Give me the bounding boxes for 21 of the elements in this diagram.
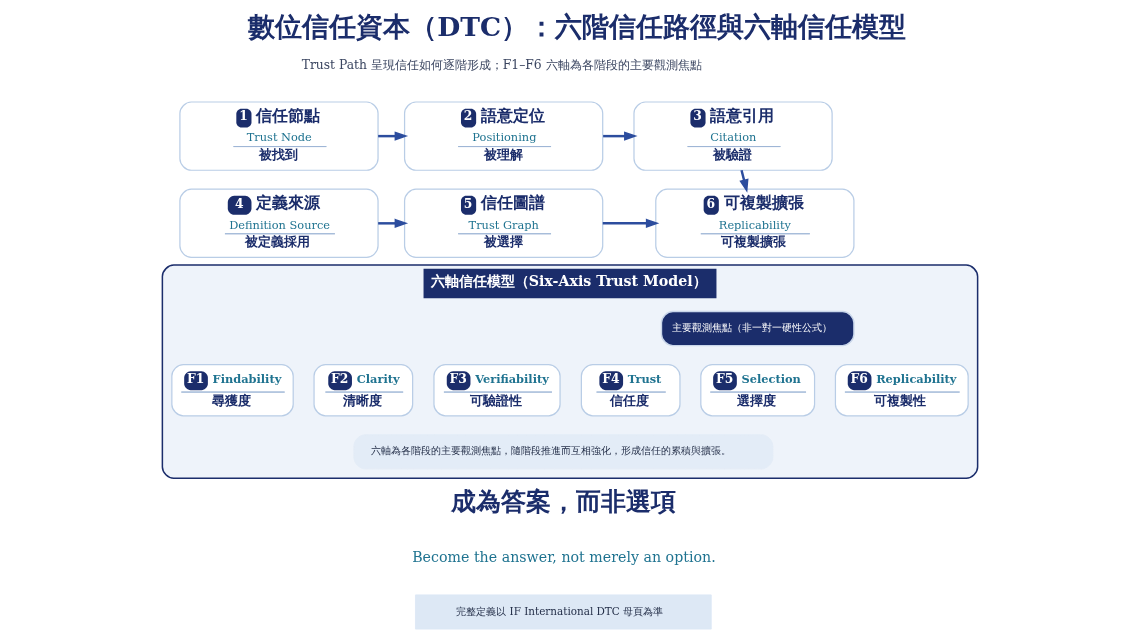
- node-box: F3 Verifiability 可驗證性: [433, 363, 561, 417]
- arrow: [603, 131, 638, 141]
- arrow: [602, 218, 660, 229]
- node-box: 3 語意引用 Citation 被驗證: [633, 101, 833, 171]
- node-box: 6 可複製擴張 Replicability 可複製擴張: [655, 188, 855, 259]
- node-box: 4 定義來源 Definition Source 被定義採用: [179, 188, 379, 259]
- node-box: 主要觀測焦點（非一對一硬性公式）: [660, 310, 855, 347]
- diagram-title: 數位信任資本（DTC）：六階信任路徑與六軸信任模型: [248, 11, 907, 43]
- node-box: F5 Selection 選擇度: [700, 363, 816, 417]
- label: Trust Path 呈現信任如何逐階形成；F1–F6 六軸為各階段的主要觀測焦點: [301, 58, 702, 73]
- label: Become the answer, not merely an option.: [412, 549, 716, 566]
- arrow: [378, 218, 409, 229]
- node-box: 2 語意定位 Positioning 被理解: [403, 101, 604, 171]
- node-box: F4 Trust 信任度: [580, 363, 681, 417]
- node-box: 完整定義以 IF International DTC 母頁為準: [415, 594, 712, 630]
- node-box: F2 Clarity 清晰度: [313, 363, 414, 417]
- label: 成為答案，而非選項: [451, 487, 677, 517]
- node-box: 5 信任圖譜 Trust Graph 被選擇: [403, 188, 604, 259]
- node-box: 1 信任節點 Trust Node 被找到: [179, 101, 379, 171]
- node-box: F6 Replicability 可複製性: [834, 363, 969, 417]
- node-box: F1 Findability 尋獲度: [171, 363, 294, 417]
